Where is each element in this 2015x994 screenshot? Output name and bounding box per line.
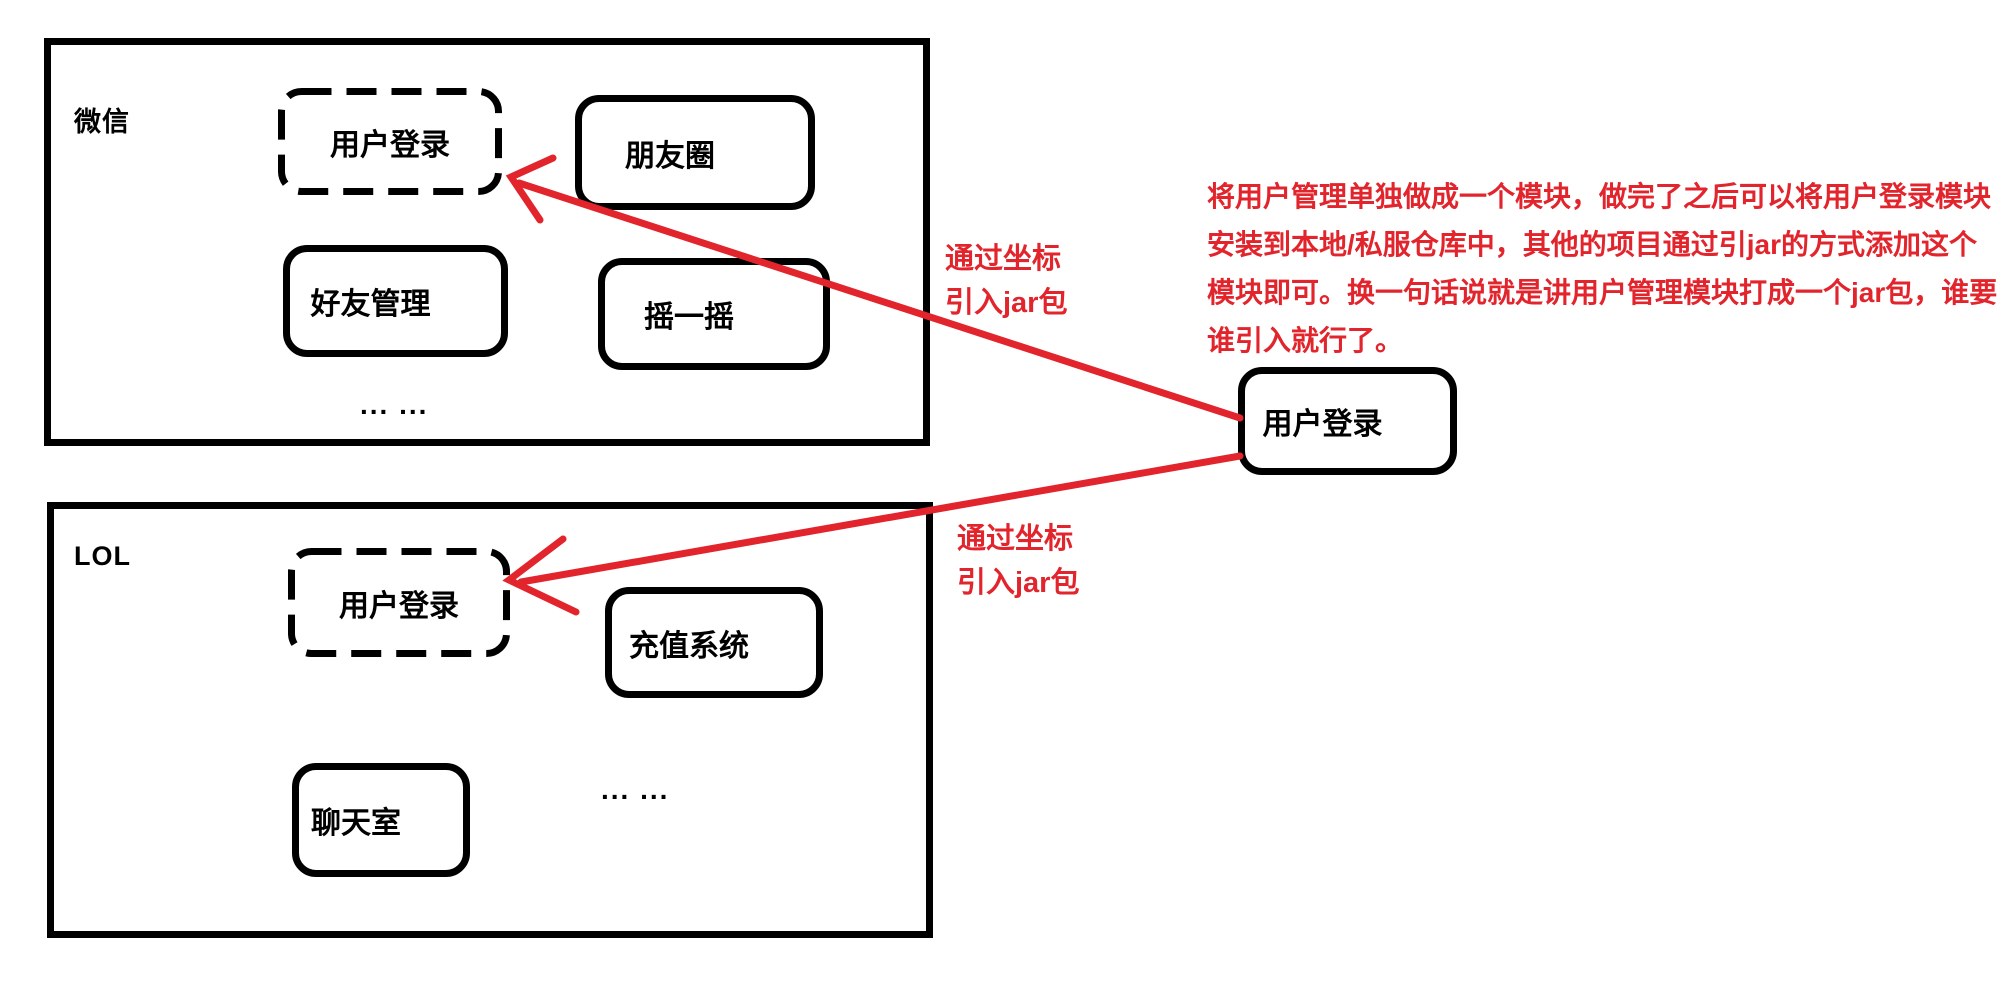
note-line-4: 谁引入就行了。 xyxy=(1207,325,1404,356)
jar-label-to-lol-line1: 通过坐标 xyxy=(957,523,1074,555)
note-line-3: 模块即可。换一句话说就是讲用户管理模块打成一个jar包，谁要 xyxy=(1207,277,1998,308)
wechat-moments-box: 朋友圈 xyxy=(575,95,815,210)
lol-panel xyxy=(47,502,933,938)
note-text: 将用户管理单独做成一个模块，做完了之后可以将用户登录模块 安装到本地/私服仓库中… xyxy=(1207,173,1997,365)
note-line-1: 将用户管理单独做成一个模块，做完了之后可以将用户登录模块 xyxy=(1207,181,1992,212)
jar-label-to-lol-line2: 引入jar包 xyxy=(957,567,1080,599)
wechat-shake-box: 摇一摇 xyxy=(598,258,830,370)
lol-panel-title: LOL xyxy=(74,541,131,571)
lol-recharge-system-box: 充值系统 xyxy=(605,587,823,698)
note-line-2: 安装到本地/私服仓库中，其他的项目通过引jar的方式添加这个 xyxy=(1207,229,1978,260)
lol-chat-room-box: 聊天室 xyxy=(292,763,470,877)
jar-label-to-wechat: 通过坐标 引入jar包 xyxy=(945,237,1067,325)
jar-label-to-wechat-line2: 引入jar包 xyxy=(945,287,1068,319)
lol-ellipsis: ... ... xyxy=(601,774,670,805)
wechat-user-login-placeholder-label: 用户登录 xyxy=(330,128,450,162)
jar-label-to-lol: 通过坐标 引入jar包 xyxy=(957,517,1079,605)
wechat-panel-title: 微信 xyxy=(74,107,130,137)
lol-user-login-placeholder-label: 用户登录 xyxy=(339,589,459,623)
jar-label-to-wechat-line1: 通过坐标 xyxy=(945,243,1062,275)
shared-user-login-box: 用户登录 xyxy=(1238,367,1457,475)
wechat-ellipsis: ... ... xyxy=(360,389,429,420)
wechat-friend-management-box: 好友管理 xyxy=(283,245,508,357)
